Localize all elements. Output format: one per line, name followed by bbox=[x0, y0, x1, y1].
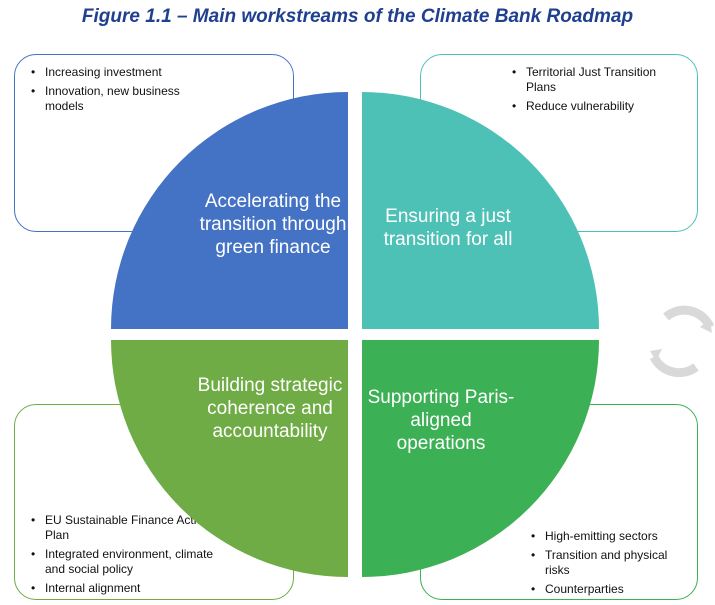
quadrant-label-top-right: Ensuring a just transition for all bbox=[383, 206, 513, 250]
bullet-item: Increasing investment bbox=[28, 65, 198, 80]
quadrant-top-right bbox=[362, 92, 599, 329]
bullet-item: Territorial Just Transition Plans bbox=[509, 65, 689, 95]
bullet-list-bottom-left: EU Sustainable Finance Action Plan Integ… bbox=[28, 513, 228, 600]
quadrant-top-left bbox=[111, 92, 348, 329]
bullet-list-bottom-right: High-emitting sectors Transition and phy… bbox=[528, 529, 688, 601]
bullet-item: Internal alignment bbox=[28, 581, 228, 596]
quadrant-bottom-right bbox=[362, 340, 599, 577]
quadrant-label-top-left: Accelerating the transition through gree… bbox=[199, 191, 347, 258]
quadrant-bottom-left bbox=[111, 340, 348, 577]
bullet-item: Reduce vulnerability bbox=[509, 99, 689, 114]
figure-title: Figure 1.1 – Main workstreams of the Cli… bbox=[81, 6, 634, 27]
bullet-item: High-emitting sectors bbox=[528, 529, 688, 544]
bullet-list-top-right: Territorial Just Transition Plans Reduce… bbox=[509, 65, 689, 118]
bullet-item: Innovation, new business models bbox=[28, 84, 198, 114]
quadrant-label-bottom-right: Supporting Paris-aligned operations bbox=[367, 387, 515, 454]
bullet-item: Transition and physical risks bbox=[528, 548, 688, 578]
bullet-item: Counterparties bbox=[528, 582, 688, 597]
bullet-item: Integrated environment, climate and soci… bbox=[28, 547, 228, 577]
bullet-item: EU Sustainable Finance Action Plan bbox=[28, 513, 228, 543]
cycle-arrows-icon bbox=[649, 305, 714, 378]
bullet-list-top-left: Increasing investment Innovation, new bu… bbox=[28, 65, 198, 118]
quadrant-label-bottom-left: Building strategic coherence and account… bbox=[197, 375, 343, 442]
